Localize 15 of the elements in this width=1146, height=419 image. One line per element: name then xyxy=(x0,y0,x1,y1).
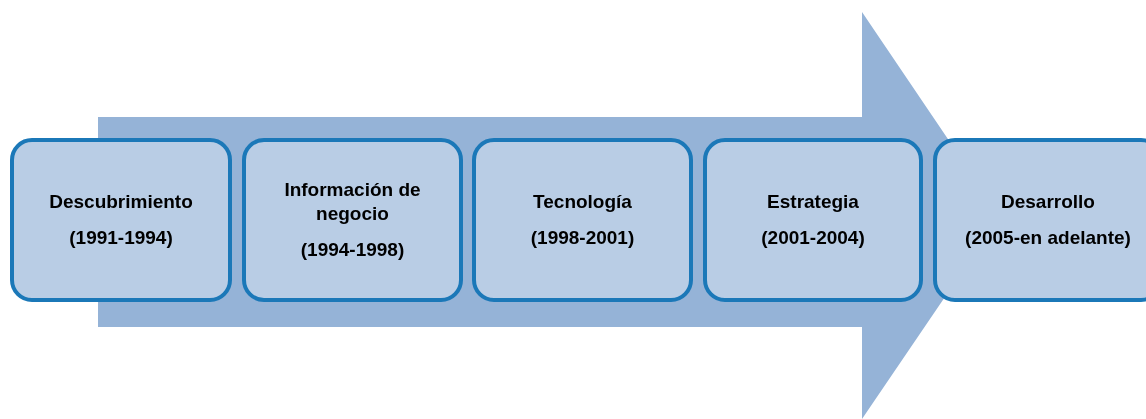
stage-box xyxy=(933,138,1146,302)
stage-box xyxy=(10,138,232,302)
stage-years: (1998-2001) xyxy=(530,226,635,250)
stage-box xyxy=(242,138,463,302)
stage-title: Descubrimiento xyxy=(49,190,193,214)
stage-title: Desarrollo xyxy=(1001,190,1095,214)
stage-years: (2005-en adelante) xyxy=(965,226,1131,250)
stage-years: (2001-2004) xyxy=(761,226,865,250)
stage-years: (1991-1994) xyxy=(69,226,173,250)
stage-years: (1994-1998) xyxy=(300,237,405,262)
stage-title: Tecnología xyxy=(533,190,632,214)
stage-title: Estrategia xyxy=(767,190,859,214)
stage-title: Información de negocio xyxy=(283,178,422,226)
stage-box xyxy=(703,138,923,302)
stage-box xyxy=(472,138,693,302)
